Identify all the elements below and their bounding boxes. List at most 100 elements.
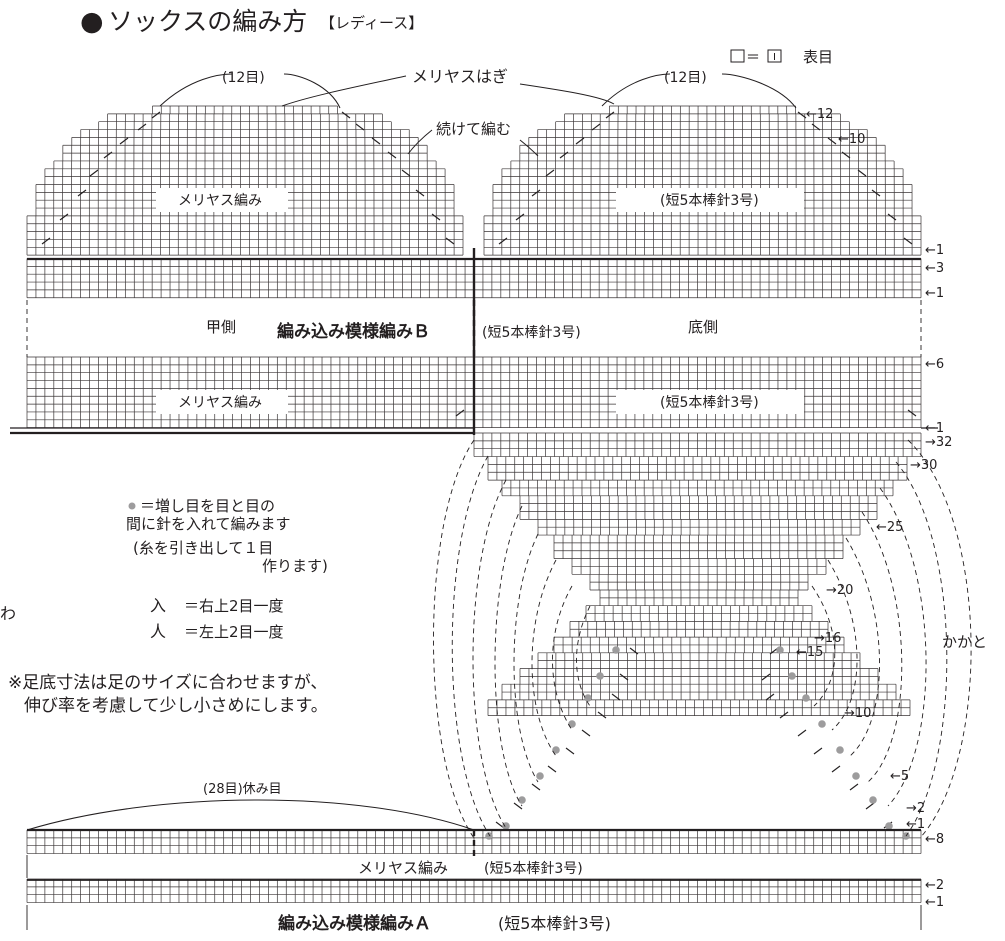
sole-note-line: ※足底寸法は足のサイズに合わせますが、 (8, 673, 327, 693)
increase-dot-icon (836, 746, 844, 754)
join-leader (519, 83, 615, 105)
increase-dot-icon (568, 720, 576, 728)
increase-dot-icon (852, 772, 860, 780)
right-decrease-icon (629, 647, 639, 655)
heel-label: かかと (942, 633, 987, 651)
knit-stitch-icon (767, 49, 782, 63)
row-label: →20 (826, 583, 853, 598)
right-decrease-icon (597, 711, 607, 719)
increase-dot-icon (612, 646, 620, 654)
foot-needle-label: (短5本棒針3号) (482, 325, 581, 341)
heel-guide-curve (552, 585, 573, 731)
legend-equals: ＝ (746, 50, 760, 66)
heel-guide-curve (827, 559, 858, 731)
annotation-lines (10, 73, 938, 930)
left-decrease-icon (531, 189, 541, 197)
right-decrease-icon (811, 123, 821, 131)
page-subtitle: 【レディース】 (320, 14, 423, 32)
left-decrease-icon: 人 (150, 622, 166, 641)
row-label: →30 (910, 458, 937, 473)
row-label: ←6 (925, 357, 944, 372)
left-decrease-icon (779, 711, 789, 719)
grid-lines (26, 105, 464, 256)
row-label: ←1 (925, 895, 944, 910)
heel-guide-curve (531, 559, 557, 757)
right-decrease-icon (445, 237, 455, 245)
row-label: ←1 (925, 243, 944, 258)
increase-dot-icon (536, 772, 544, 780)
right-decrease-icon (827, 137, 837, 145)
toe-right-bracket (721, 73, 797, 109)
heel-guide-curve (879, 487, 927, 807)
left-decrease-icon (89, 169, 99, 177)
right-decrease-icon (565, 747, 575, 755)
toe-left-count: (12目) (222, 70, 265, 86)
increase-dot-icon (885, 822, 893, 830)
left-decrease-icon (59, 213, 69, 221)
heel-guide-curve (576, 605, 591, 707)
title-bullet: ● (80, 6, 104, 37)
rest-stitches-bracket (26, 799, 475, 831)
right-decrease-icon (355, 123, 365, 131)
left-decrease-icon (455, 409, 465, 417)
increase-dot-icon (518, 796, 526, 804)
increase-note-line: 作ります) (262, 557, 328, 575)
heel-guide-curve (451, 455, 491, 837)
heel-guide-curve (895, 461, 948, 837)
row-label: ←1 (925, 286, 944, 301)
row-label: ←8 (925, 832, 944, 847)
increase-note-line: 間に針を入れて編みます (126, 515, 291, 533)
heel-guide-curve (513, 533, 539, 783)
toe-continue-label: 続けて編む (436, 120, 511, 138)
left-decrease-icon (591, 123, 601, 131)
cuff-bottom-grid (26, 878, 922, 903)
toe-left-bracket (283, 73, 341, 109)
left-decrease-icon (865, 802, 875, 810)
row-label: ←5 (890, 769, 909, 784)
page-title: ソックスの編み方 (108, 7, 307, 36)
foot-right-label-bg (616, 390, 804, 414)
left-decrease-label: ＝左上2目一度 (184, 623, 284, 641)
right-decrease-icon (907, 409, 917, 417)
right-decrease-icon (341, 111, 351, 119)
left-decrease-icon (119, 137, 129, 145)
continue-leader (407, 129, 433, 155)
knit-stitch-icon (730, 49, 745, 63)
increase-dot-icon (818, 720, 826, 728)
instep-label: 甲側 (206, 318, 236, 336)
toe-right-grid (483, 105, 922, 256)
toe-right-bracket (601, 73, 671, 107)
left-decrease-icon (559, 151, 569, 159)
cut-off-text: わ (0, 604, 16, 623)
join-leader (281, 75, 407, 107)
row-label: →10 (844, 706, 871, 721)
toe-left-label: メリヤス編み (178, 193, 262, 209)
sole-note-line: 伸び率を考慮して少し小さめにします。 (24, 696, 328, 716)
left-decrease-icon (137, 123, 147, 131)
increase-dot-icon (552, 746, 560, 754)
grid-lines (483, 105, 922, 256)
left-decrease-icon (77, 189, 87, 197)
left-decrease-icon (765, 693, 775, 701)
right-decrease-icon (797, 111, 807, 119)
toe-left-grid (26, 105, 464, 256)
cuff-stockinette-label: メリヤス編み (358, 859, 448, 877)
foot-left-label-bg (156, 390, 288, 414)
row-label: ←12 (806, 107, 833, 122)
increase-dots (485, 646, 910, 840)
right-decrease-icon (513, 802, 523, 810)
left-decrease-icon (41, 237, 51, 245)
increase-dot-icon (584, 694, 592, 702)
increase-dot-icon (776, 646, 784, 654)
increase-dot-icon (869, 796, 877, 804)
right-decrease-icon (415, 189, 425, 197)
row-label: →32 (925, 435, 952, 450)
left-decrease-icon (813, 747, 823, 755)
grid-lines (26, 878, 922, 903)
heel-guide-lines (433, 439, 972, 839)
foot-right-label: (短5本棒針3号) (660, 395, 759, 411)
increase-dot-icon (788, 672, 796, 680)
legend-label: 表目 (803, 48, 833, 66)
cuff-needle-label: (短5本棒針3号) (484, 861, 583, 877)
